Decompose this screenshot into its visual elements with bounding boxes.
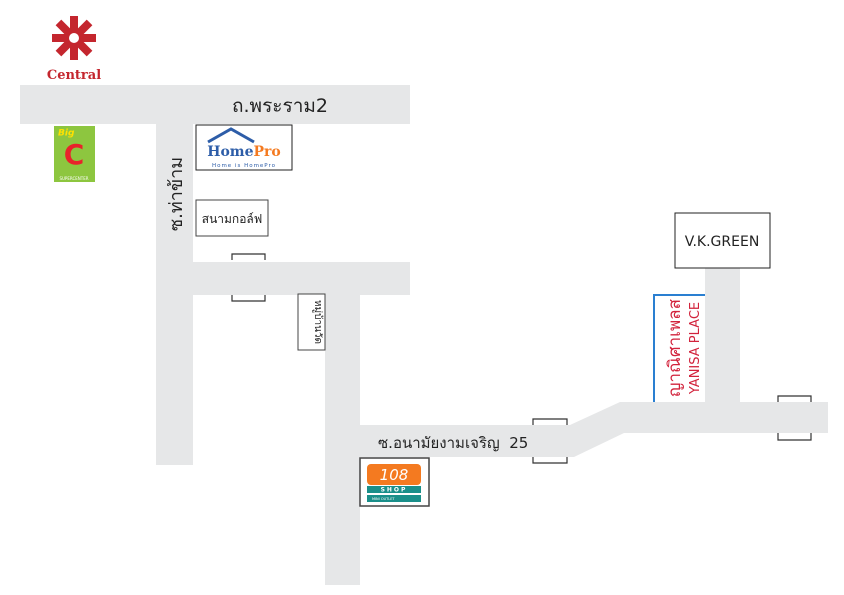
shop108-number: 108 [380,466,409,484]
central-logo [52,16,96,60]
shop108-logo: 108 SHOP MINI OUTLET [359,457,430,507]
golf-label: สนามกอล์ฟ [202,212,263,226]
homepro-logo: HomePro Home is HomePro [195,124,293,171]
road-village [325,295,360,585]
road-rama2 [20,85,410,124]
road-connector [193,262,410,295]
road-tha-kham [156,124,193,465]
shop108-word: SHOP [381,487,408,494]
village-label: หมู่บ้านวัด [312,300,324,344]
road-vk-green [705,268,740,402]
village-box [297,293,326,351]
yanisa-box [654,295,705,402]
central-logo-text: Central [47,68,101,83]
bridge-marker [231,253,812,464]
road-label-anamai: ซ.อนามัยงามเจริญ 25 [378,434,528,452]
yanisa-border [653,294,705,402]
road-anamai [360,402,828,457]
bigc-letter: C [64,138,85,171]
homepro-tagline: Home is HomePro [212,163,276,169]
shop108-sub: MINI OUTLET [372,497,395,501]
homepro-name: HomePro [207,144,281,160]
bigc-logo: Big C SUPERCENTER [54,126,95,182]
bigc-sub-text: SUPERCENTER [59,176,88,181]
vk-green-box [674,212,771,269]
golf-box [195,199,269,237]
yanisa-thai-label: ญาณิศาเพลส [665,298,685,397]
vk-green-label: V.K.GREEN [685,234,760,250]
road-label-tha-kham: ซ.ท่าข้าม [166,157,187,231]
road-label-rama2: ถ.พระราม2 [232,95,328,117]
yanisa-english-label: YANISA PLACE [688,302,703,395]
bigc-top-text: Big [58,129,75,139]
